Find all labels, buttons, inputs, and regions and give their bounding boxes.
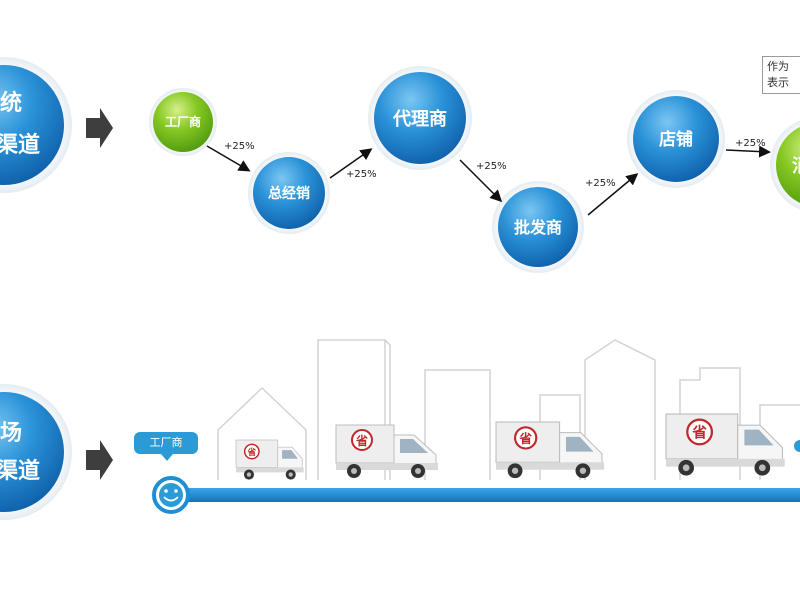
node-consumer: 消 — [770, 120, 800, 210]
smiley-icon — [152, 476, 190, 514]
truck-4: 省 — [665, 413, 785, 476]
node-general-distributor-label: 总经销 — [268, 185, 310, 202]
node-agent-label: 代理商 — [392, 108, 447, 130]
truck-2-sign: 省 — [355, 433, 368, 448]
row2-left-circle: 场 渠道 — [0, 384, 72, 520]
node-agent: 代理商 — [368, 66, 472, 170]
row1-left-label-line1: 统 — [0, 90, 22, 116]
markup-label-3: +25% — [476, 161, 507, 172]
truck-4-sign: 省 — [691, 424, 707, 442]
row2-left-label-line1: 场 — [0, 421, 22, 446]
row1-left-circle: 统 渠道 — [0, 57, 72, 193]
node-general-distributor: 总经销 — [248, 152, 330, 234]
truck-1: 省 — [235, 439, 304, 480]
markup-label-5: +25% — [735, 138, 766, 149]
row1-flow-arrow — [86, 108, 113, 148]
node-shop-label: 店铺 — [659, 129, 693, 150]
truck-1-sign: 省 — [247, 446, 257, 458]
row2-left-label-line2: 渠道 — [0, 458, 40, 484]
flow-arrow-3 — [459, 159, 503, 203]
truck-3-sign: 省 — [518, 431, 532, 446]
markup-label-4: +25% — [585, 178, 616, 189]
note-box: 作为 表示 — [762, 56, 800, 94]
note-line-2: 表示 — [767, 76, 789, 89]
flow-arrow-5 — [725, 145, 771, 158]
truck-2: 省 — [335, 424, 438, 478]
markup-label-1: +25% — [224, 141, 255, 152]
markup-label-2: +25% — [346, 169, 377, 180]
node-wholesaler-label: 批发商 — [514, 218, 562, 237]
node-consumer-label: 消 — [792, 155, 800, 177]
flow-arrow-4 — [587, 173, 639, 216]
node-wholesaler: 批发商 — [492, 181, 584, 273]
truck-3: 省 — [495, 421, 605, 479]
note-line-1: 作为 — [767, 60, 789, 73]
node-factory-label: 工厂商 — [165, 114, 201, 129]
node-factory: 工厂商 — [149, 88, 217, 156]
distribution-bar — [168, 488, 800, 502]
flow-arrow-2 — [329, 148, 373, 179]
flow-arrow-1 — [206, 145, 251, 172]
edge-blue-dot — [794, 440, 800, 452]
factory-tag: 工厂商 — [134, 432, 198, 461]
row1-left-label-line2: 渠道 — [0, 132, 40, 158]
row2-flow-arrow — [86, 440, 113, 480]
node-shop: 店铺 — [627, 90, 725, 188]
